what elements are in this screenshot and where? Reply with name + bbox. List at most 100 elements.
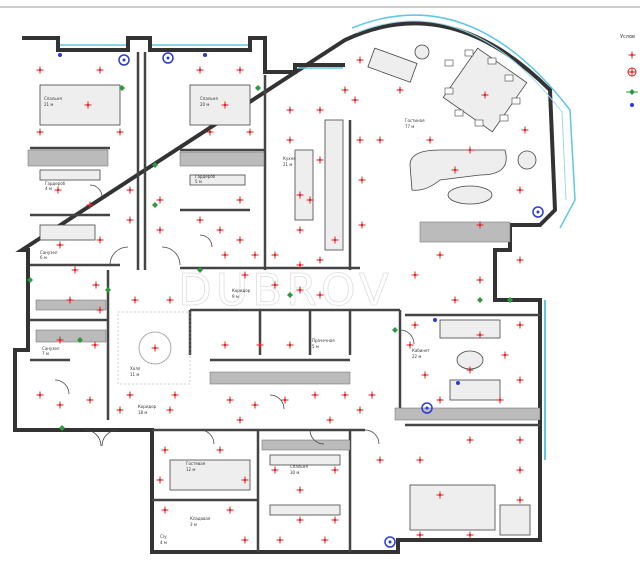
interior-walls	[30, 52, 540, 552]
pendant-light-103	[426, 136, 434, 144]
area-guest: 12 м	[186, 467, 195, 472]
pendant-light-88	[516, 496, 524, 504]
office-desk	[449, 379, 501, 401]
area-bedroom-master: 30 м	[290, 470, 299, 475]
label-cabinet: Кабинет	[412, 348, 430, 353]
pendant-light-106	[451, 166, 459, 174]
bed-1	[39, 84, 121, 126]
pendant-light-59	[166, 296, 174, 304]
light-fixtures	[27, 52, 544, 548]
pendant-light-111	[451, 296, 459, 304]
pendant-light-45	[316, 291, 324, 299]
pendant-light-41	[296, 261, 304, 269]
pendant-light-36	[356, 136, 364, 144]
coffee-table	[447, 185, 493, 205]
outlet-ring-4	[384, 536, 396, 548]
pendant-light-86	[436, 491, 444, 499]
pendant-light-64	[166, 406, 174, 414]
bath-master	[499, 504, 531, 536]
pendant-light-55	[236, 416, 244, 424]
wall-lamp-4	[27, 277, 33, 283]
legend-chandelier-ring	[627, 67, 637, 77]
outlet-dot-5	[433, 318, 437, 322]
area-cabinet: 22 м	[412, 354, 421, 359]
pendant-light-66	[56, 401, 64, 409]
pendant-light-24	[196, 216, 204, 224]
pendant-light-98	[481, 91, 489, 99]
desk	[367, 47, 418, 83]
pendant-light-27	[236, 236, 244, 244]
utility-block	[169, 459, 251, 491]
pendant-light-5	[196, 66, 204, 74]
kitchen-island	[294, 149, 314, 221]
pendant-light-73	[226, 506, 234, 514]
wall-lamp-1	[255, 85, 261, 91]
outlet-dot-6	[456, 381, 460, 385]
pendant-light-91	[406, 341, 414, 349]
pendant-light-12	[56, 241, 64, 249]
area-hall: 11 м	[130, 372, 139, 377]
outlet-dot-7	[58, 53, 62, 57]
bed-master	[409, 484, 496, 531]
outlet-ring-3	[421, 402, 433, 414]
pendant-light-101	[351, 96, 359, 104]
pendant-light-21	[126, 216, 134, 224]
wall-lamp-8	[59, 425, 65, 431]
legend-outlet-icon	[630, 103, 634, 107]
pendant-light-115	[476, 331, 484, 339]
label-bedroom-2: Спальня	[200, 96, 218, 101]
pendant-light-28	[251, 251, 259, 259]
area-bath-3: 4 м	[160, 540, 167, 545]
pendant-light-85	[516, 436, 524, 444]
pendant-light-68	[161, 446, 169, 454]
outer-walls	[13, 21, 558, 554]
pendant-light-40	[271, 251, 279, 259]
pendant-light-102	[376, 136, 384, 144]
outlet-ring-4-dot	[388, 540, 392, 544]
hall-feature	[117, 311, 191, 385]
pendant-light-13	[96, 236, 104, 244]
wall-lamp-5	[105, 287, 111, 293]
living-room-glazing	[351, 14, 576, 229]
pendant-light-9	[221, 101, 229, 109]
pendant-light-11	[86, 201, 94, 209]
pendant-light-90	[416, 531, 424, 539]
wall-lamp-0	[119, 85, 125, 91]
pendant-light-119	[331, 236, 339, 244]
wall-lamp-7	[287, 292, 293, 298]
pendant-light-97	[436, 396, 444, 404]
pendant-light-23	[156, 226, 164, 234]
pendant-light-14	[71, 266, 79, 274]
outlet-ring-3-dot	[425, 406, 429, 410]
area-kitchen: 21 м	[283, 162, 292, 167]
pendant-light-63	[116, 406, 124, 414]
label-laundry: Прачечная	[312, 338, 335, 343]
pendant-light-104	[466, 146, 474, 154]
pendant-light-96	[496, 396, 504, 404]
wall-lamp-2	[152, 162, 158, 168]
label-storage: Кладовая	[190, 516, 211, 521]
pendant-light-77	[331, 466, 339, 474]
pendant-light-70	[156, 476, 164, 484]
pendant-light-109	[411, 271, 419, 279]
bed-2	[189, 84, 251, 126]
pendant-light-95	[516, 376, 524, 384]
furniture	[39, 44, 537, 536]
pendant-light-108	[476, 221, 484, 229]
label-kitchen: Кухня	[283, 156, 296, 161]
label-bedroom-master: Спальня	[290, 464, 308, 469]
pendant-light-29	[286, 106, 294, 114]
pendant-light-51	[281, 396, 289, 404]
pendant-light-67	[36, 391, 44, 399]
wall-lamp-11	[507, 297, 513, 303]
area-living: 77 м	[405, 124, 414, 129]
area-bedroom-2: 20 м	[200, 102, 209, 107]
pendant-light-105	[521, 126, 529, 134]
pendant-light-74	[241, 536, 249, 544]
living-room-glazing-inner	[355, 20, 567, 201]
armchair-round-2	[414, 44, 430, 60]
pendant-light-62	[151, 344, 159, 352]
pendant-light-4	[84, 101, 92, 109]
outlet-ring-2-dot	[536, 210, 540, 214]
